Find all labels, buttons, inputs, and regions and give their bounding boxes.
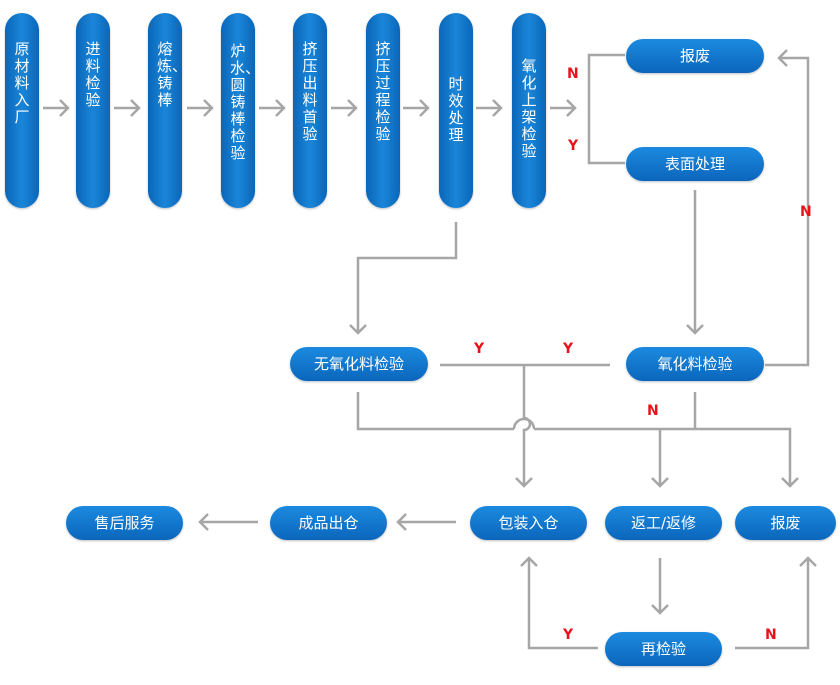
reinspection-no-path [735,556,817,650]
step-raw-material-label: 原材料入厂 [14,40,30,126]
node-packaging: 包装入仓 [470,506,587,540]
arrow-1 [43,99,70,117]
no-merge-line [356,392,799,488]
label-non-oxidized-yes: Y [474,341,485,357]
arrow-7 [476,99,503,117]
node-rework-label: 返工/返修 [630,514,697,532]
node-rework: 返工/返修 [605,506,722,540]
arrow-8 [550,99,577,117]
node-packaging-label: 包装入仓 [498,514,559,532]
arrow-2 [114,99,141,117]
label-reinspection-yes: Y [563,627,574,643]
reinspection-yes-path [520,556,598,650]
surface-to-oxidized [686,190,704,335]
step-extrusion-first-inspection: 挤压出料首验 [293,13,327,208]
node-after-sales: 售后服务 [66,506,183,540]
arrow-4 [259,99,286,117]
node-reinspection: 再检验 [605,632,722,666]
finished-to-aftersales [198,513,258,531]
step-aging-label: 时效处理 [448,75,464,144]
step-extrusion-process-inspection: 挤压过程检验 [366,13,400,208]
step-incoming-inspection-label: 进料检验 [85,40,101,109]
node-oxidized-inspection: 氧化料检验 [626,347,764,381]
step-aging: 时效处理 [439,13,473,208]
oxidized-no-path [765,49,810,367]
node-finished-goods-out-label: 成品出仓 [298,514,359,532]
node-scrap-bottom-label: 报废 [770,514,801,532]
step-extrusion-process-inspection-label: 挤压过程检验 [375,40,391,143]
node-finished-goods-out: 成品出仓 [270,506,387,540]
node-scrap-top: 报废 [626,39,764,73]
node-scrap-top-label: 报废 [679,47,710,65]
step-smelting-casting: 熔炼、铸棒 [148,13,188,208]
rework-to-reinspection [651,558,669,615]
label-oxidation-yes: Y [568,138,579,154]
node-surface-treatment-label: 表面处理 [664,155,725,173]
oxidation-branch-bracket [587,53,625,165]
step-raw-material: 原材料入厂 [5,13,39,208]
node-after-sales-label: 售后服务 [94,514,155,532]
arrow-3 [187,99,214,117]
aging-to-nonoxidized [349,222,458,335]
label-both-no: N [647,403,659,419]
label-oxidized-no: N [800,204,812,220]
packaging-to-finished [396,513,456,531]
no-to-rework [651,429,669,488]
label-oxidation-no: N [567,66,579,82]
crossover-hop [512,417,536,430]
step-oxidation-rack-inspection-label: 氧化上架检验 [521,57,537,160]
node-oxidized-inspection-label: 氧化料检验 [657,355,733,373]
step-extrusion-first-inspection-label: 挤压出料首验 [302,40,318,143]
label-reinspection-no: N [765,627,777,643]
node-surface-treatment: 表面处理 [626,147,764,181]
step-furnace-water-rod-inspection: 炉水、圆铸棒检验 [221,13,261,208]
arrow-5 [331,99,358,117]
step-incoming-inspection: 进料检验 [76,13,110,208]
yes-to-packaging [515,365,533,488]
node-reinspection-label: 再检验 [640,640,686,658]
node-non-oxidized-inspection: 无氧化料检验 [290,347,428,381]
step-smelting-casting-label: 熔炼、铸棒 [157,40,188,109]
step-oxidation-rack-inspection: 氧化上架检验 [512,13,546,208]
arrow-6 [403,99,430,117]
node-scrap-bottom: 报废 [735,506,836,540]
node-non-oxidized-inspection-label: 无氧化料检验 [313,355,404,373]
label-oxidized-yes: Y [563,341,574,357]
step-furnace-water-rod-inspection-label: 炉水、圆铸棒检验 [230,42,261,162]
